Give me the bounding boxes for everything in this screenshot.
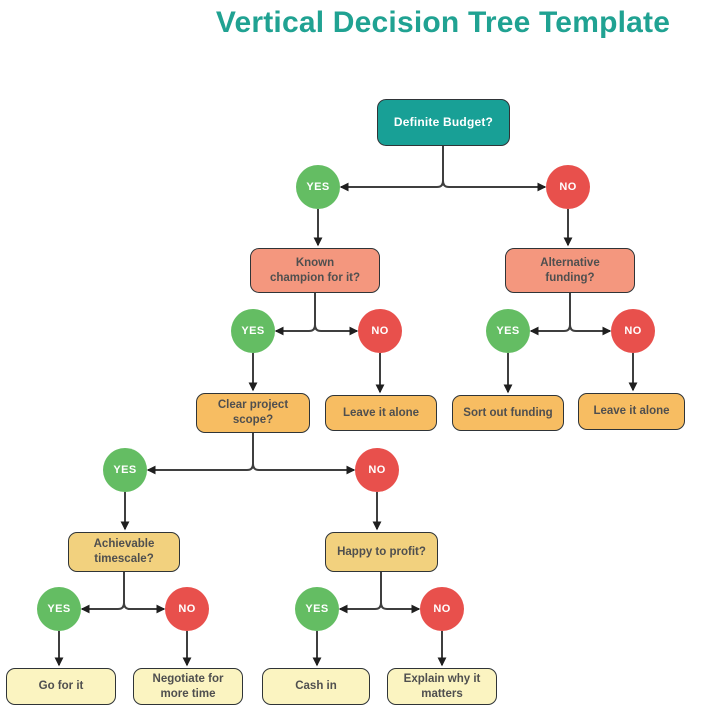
branch-yes-funding: YES bbox=[486, 309, 530, 353]
node-definite-budget-label: Definite Budget? bbox=[393, 114, 494, 129]
node-leave-it-alone-left: Leave it alone bbox=[325, 395, 437, 431]
connector-scope-yes bbox=[146, 433, 254, 475]
connector-known-yes bbox=[274, 293, 316, 336]
connector-known-no bbox=[314, 293, 359, 336]
node-known-champion-label: Known champion for it? bbox=[269, 256, 361, 284]
connector-root-no bbox=[442, 146, 547, 192]
node-clear-scope: Clear project scope? bbox=[196, 393, 310, 433]
node-leave-it-alone-right-label: Leave it alone bbox=[593, 405, 670, 418]
node-explain-why-matters: Explain why it matters bbox=[387, 668, 497, 705]
branch-yes-scope: YES bbox=[103, 448, 147, 492]
connector-achievable-no bbox=[123, 572, 166, 614]
branch-no-funding: NO bbox=[611, 309, 655, 353]
branch-yes-label: YES bbox=[113, 464, 137, 476]
node-negotiate-more-time-label: Negotiate for more time bbox=[152, 672, 224, 700]
node-leave-it-alone-right: Leave it alone bbox=[578, 393, 685, 430]
node-known-champion: Known champion for it? bbox=[250, 248, 380, 293]
branch-no-champion: NO bbox=[358, 309, 402, 353]
branch-no-label: NO bbox=[433, 603, 451, 615]
connector-scope-no bbox=[252, 433, 356, 475]
branch-no-scope: NO bbox=[355, 448, 399, 492]
branch-yes-label: YES bbox=[306, 181, 330, 193]
connector-happy-yes bbox=[338, 572, 382, 614]
node-happy-to-profit-label: Happy to profit? bbox=[337, 545, 426, 558]
connector-altfund-yes bbox=[529, 293, 571, 336]
branch-no-label: NO bbox=[371, 325, 389, 337]
node-go-for-it: Go for it bbox=[6, 668, 116, 705]
branch-yes-label: YES bbox=[47, 603, 71, 615]
branch-no-profit: NO bbox=[420, 587, 464, 631]
branch-no-budget: NO bbox=[546, 165, 590, 209]
connector-happy-no bbox=[380, 572, 421, 614]
node-explain-why-matters-label: Explain why it matters bbox=[403, 672, 481, 700]
branch-no-label: NO bbox=[178, 603, 196, 615]
branch-yes-budget: YES bbox=[296, 165, 340, 209]
branch-yes-label: YES bbox=[496, 325, 520, 337]
node-negotiate-more-time: Negotiate for more time bbox=[133, 668, 243, 705]
node-sort-out-funding-label: Sort out funding bbox=[463, 406, 553, 419]
node-sort-out-funding: Sort out funding bbox=[452, 395, 564, 431]
node-cash-in-label: Cash in bbox=[295, 680, 337, 693]
branch-yes-label: YES bbox=[241, 325, 265, 337]
page-title: Vertical Decision Tree Template bbox=[215, 6, 671, 39]
connector-achievable-yes bbox=[80, 572, 125, 614]
branch-no-label: NO bbox=[624, 325, 642, 337]
node-happy-to-profit: Happy to profit? bbox=[325, 532, 438, 572]
branch-no-timescale: NO bbox=[165, 587, 209, 631]
connector-root-yes bbox=[339, 146, 444, 192]
node-achievable-timescale: Achievable timescale? bbox=[68, 532, 180, 572]
branch-yes-profit: YES bbox=[295, 587, 339, 631]
branch-yes-label: YES bbox=[305, 603, 329, 615]
branch-no-label: NO bbox=[559, 181, 577, 193]
branch-no-label: NO bbox=[368, 464, 386, 476]
node-go-for-it-label: Go for it bbox=[38, 680, 84, 693]
node-alternative-funding-label: Alternative funding? bbox=[540, 256, 600, 284]
connector-altfund-no bbox=[569, 293, 612, 336]
node-clear-scope-label: Clear project scope? bbox=[217, 399, 289, 426]
node-leave-it-alone-left-label: Leave it alone bbox=[342, 406, 420, 419]
node-alternative-funding: Alternative funding? bbox=[505, 248, 635, 293]
branch-yes-champion: YES bbox=[231, 309, 275, 353]
branch-yes-timescale: YES bbox=[37, 587, 81, 631]
node-achievable-timescale-label: Achievable timescale? bbox=[93, 538, 155, 565]
node-definite-budget: Definite Budget? bbox=[377, 99, 510, 146]
node-cash-in: Cash in bbox=[262, 668, 370, 705]
